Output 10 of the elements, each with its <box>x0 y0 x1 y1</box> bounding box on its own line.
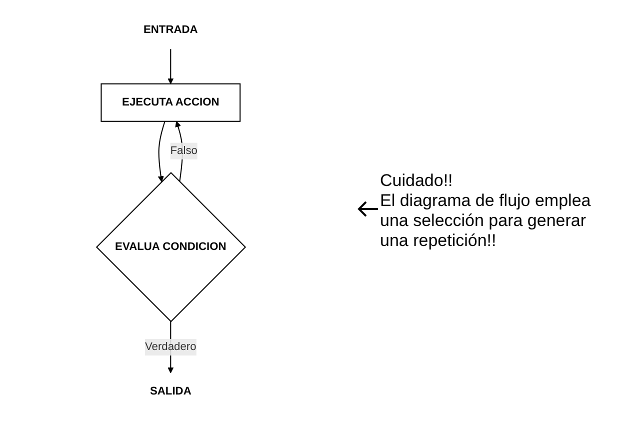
node-text: ENTRADA <box>143 24 198 36</box>
arrow <box>168 49 174 84</box>
node-diamond: EVALUA CONDICION <box>96 172 246 322</box>
node-text: SALIDA <box>150 385 192 398</box>
edge-label: Verdadero <box>144 340 196 353</box>
node-box: EJECUTA ACCION <box>100 83 241 122</box>
note-text: El diagrama de flujo emplea una selección para generar una repetición!! <box>380 191 592 251</box>
note-text: Cuidado!! <box>380 171 454 191</box>
arrow <box>158 121 166 182</box>
edge-label: Falso <box>170 144 198 157</box>
